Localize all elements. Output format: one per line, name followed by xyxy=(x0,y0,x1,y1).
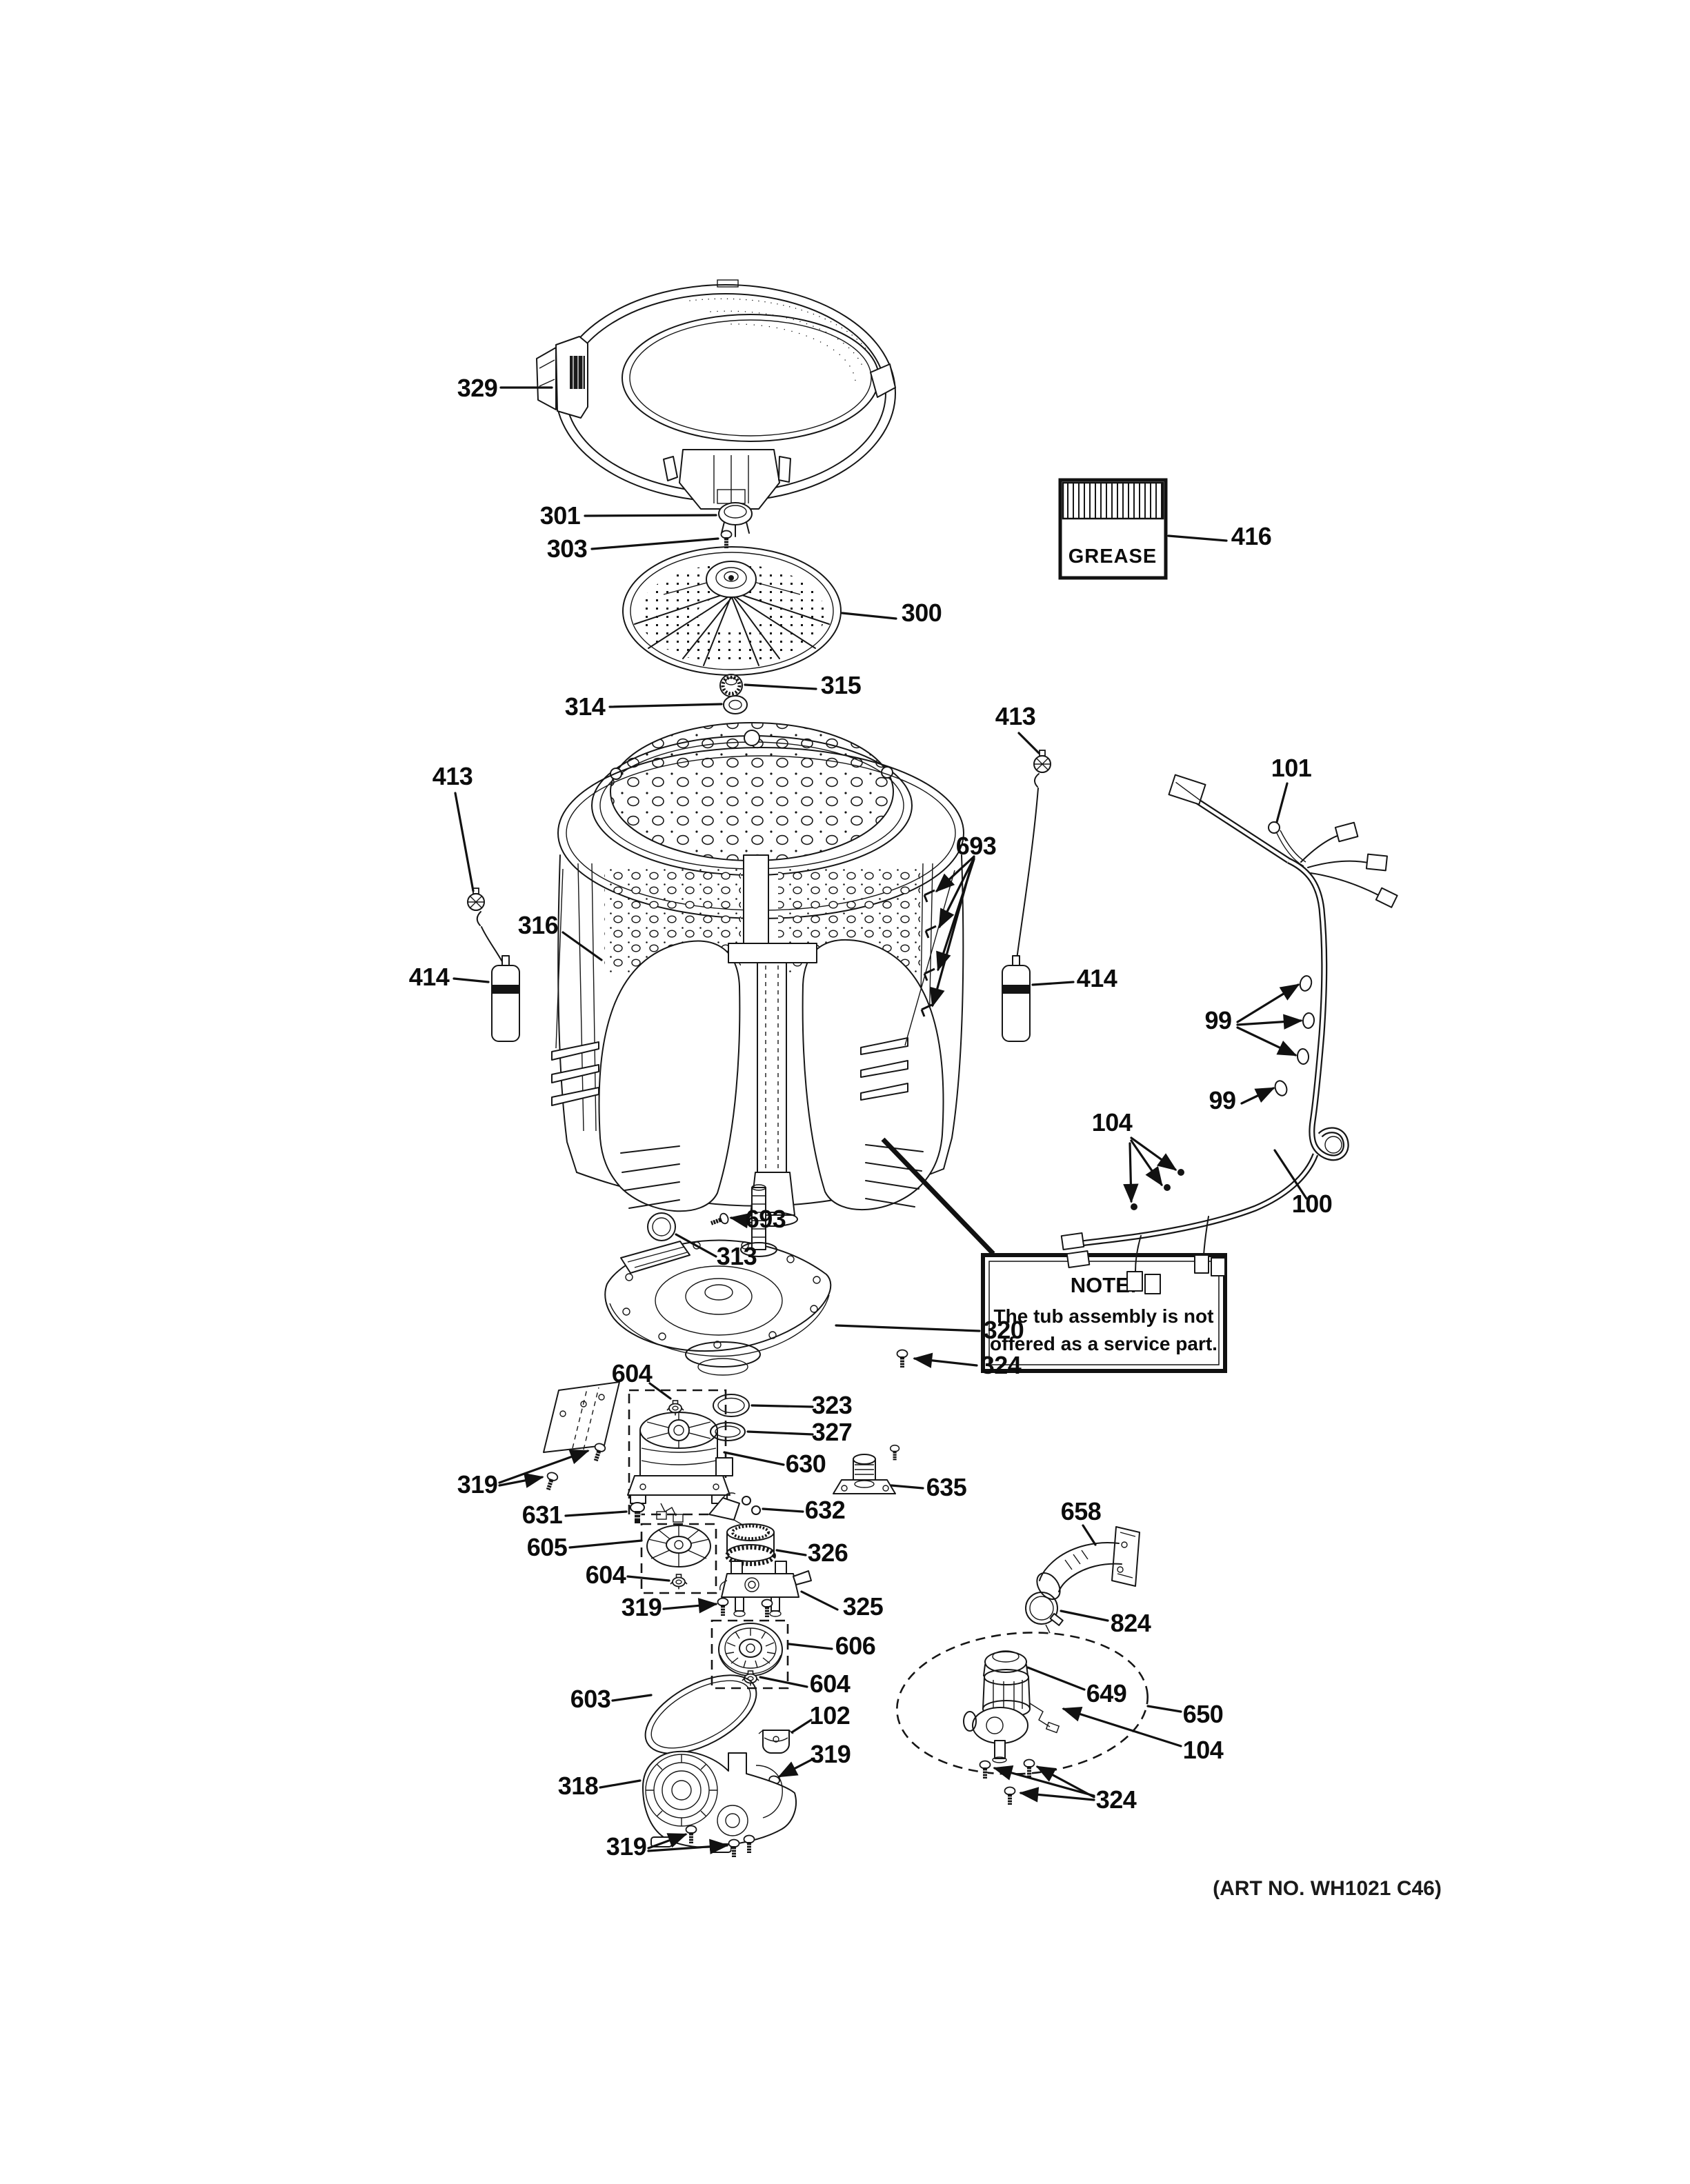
callout-414-left: 414 xyxy=(409,963,450,991)
callout-313: 313 xyxy=(717,1242,757,1270)
callout-102: 102 xyxy=(810,1701,851,1730)
note-line2: offered as a service part. xyxy=(990,1333,1217,1354)
callout-414-right: 414 xyxy=(1077,964,1117,992)
callout-316: 316 xyxy=(518,911,559,939)
cap-part xyxy=(718,502,753,537)
callout-649: 649 xyxy=(1086,1679,1127,1707)
callout-319-motor: 319 xyxy=(457,1470,498,1499)
callout-323: 323 xyxy=(812,1391,853,1419)
callout-319-cover-upper: 319 xyxy=(811,1740,851,1768)
belt-part xyxy=(644,1674,757,1754)
grease-label: GREASE xyxy=(1068,545,1157,568)
wire-harness-part xyxy=(1060,774,1398,1294)
bracket-632-part xyxy=(708,1492,761,1526)
callout-605: 605 xyxy=(527,1533,568,1561)
shifter-325-part xyxy=(719,1561,812,1617)
callout-314: 314 xyxy=(565,692,606,721)
callout-632: 632 xyxy=(805,1496,846,1524)
callout-104-harness: 104 xyxy=(1092,1108,1133,1136)
note-line1: The tub assembly is not xyxy=(994,1305,1214,1327)
callout-104-pump: 104 xyxy=(1183,1736,1224,1764)
callout-326: 326 xyxy=(808,1539,848,1567)
callout-324-gearcase: 324 xyxy=(981,1351,1022,1379)
gearcase-part xyxy=(604,1184,832,1376)
callout-320: 320 xyxy=(984,1316,1024,1344)
motor-shield-part xyxy=(543,1381,620,1453)
hose-658-part xyxy=(1036,1526,1140,1600)
wash-plate-part xyxy=(622,546,842,676)
callout-318: 318 xyxy=(558,1772,599,1800)
callout-693-top: 693 xyxy=(956,832,997,860)
mount-635-part xyxy=(833,1454,896,1494)
callout-413-left: 413 xyxy=(433,762,473,790)
callout-324-pump: 324 xyxy=(1096,1785,1137,1814)
callout-315: 315 xyxy=(821,671,862,699)
callout-630: 630 xyxy=(786,1450,826,1478)
suspension-rod-right-part xyxy=(1002,750,1051,1042)
leader-lines xyxy=(453,386,1308,1854)
oring-327-part xyxy=(710,1422,746,1441)
callout-603: 603 xyxy=(570,1685,611,1713)
callout-658: 658 xyxy=(1061,1497,1102,1525)
note-title: NOTE: xyxy=(1071,1273,1137,1297)
washer-314-part xyxy=(723,695,748,714)
callout-650: 650 xyxy=(1183,1700,1224,1728)
callout-100: 100 xyxy=(1292,1190,1333,1218)
tub-basket-part xyxy=(551,722,964,1227)
callout-604-mid: 604 xyxy=(586,1561,626,1589)
clutch-326-part xyxy=(725,1523,776,1566)
callout-413-right: 413 xyxy=(995,702,1036,730)
fan-605-part xyxy=(640,1523,717,1594)
callout-303: 303 xyxy=(547,534,588,563)
callout-300: 300 xyxy=(902,599,942,627)
suspension-rod-left-part xyxy=(467,888,520,1042)
rotor-606-part xyxy=(710,1619,789,1690)
callout-101: 101 xyxy=(1271,754,1312,782)
callout-635: 635 xyxy=(926,1473,967,1501)
nut-315-part xyxy=(719,674,743,697)
callout-606: 606 xyxy=(835,1632,876,1660)
callout-604-bottom: 604 xyxy=(810,1670,851,1698)
motor-part xyxy=(627,1389,733,1523)
callout-301: 301 xyxy=(540,501,581,530)
callout-327: 327 xyxy=(812,1418,853,1446)
grease-packet-part: GREASE xyxy=(1058,478,1168,580)
callout-99-upper: 99 xyxy=(1204,1006,1231,1034)
callout-824: 824 xyxy=(1111,1609,1151,1637)
tub-cover-part xyxy=(536,279,896,510)
oring-313-part xyxy=(647,1212,676,1241)
callout-325: 325 xyxy=(843,1592,884,1621)
callout-329: 329 xyxy=(457,374,498,402)
callout-604-top: 604 xyxy=(612,1359,653,1387)
note-box: NOTE: The tub assembly is not offered as… xyxy=(881,1137,1227,1373)
callout-319-cover-lower: 319 xyxy=(606,1832,647,1861)
callout-693-bottom: 693 xyxy=(746,1205,786,1233)
oring-323-part xyxy=(713,1394,750,1417)
callout-99-lower: 99 xyxy=(1209,1086,1235,1114)
clamp-824-part xyxy=(1025,1592,1064,1634)
bolt-631-part xyxy=(630,1502,645,1523)
callout-631: 631 xyxy=(522,1501,563,1529)
art-number: (ART NO. WH1021 C46) xyxy=(1213,1877,1442,1900)
callout-416: 416 xyxy=(1231,522,1272,550)
pump-650-part xyxy=(896,1632,1149,1775)
callout-319-shifter: 319 xyxy=(622,1593,662,1621)
